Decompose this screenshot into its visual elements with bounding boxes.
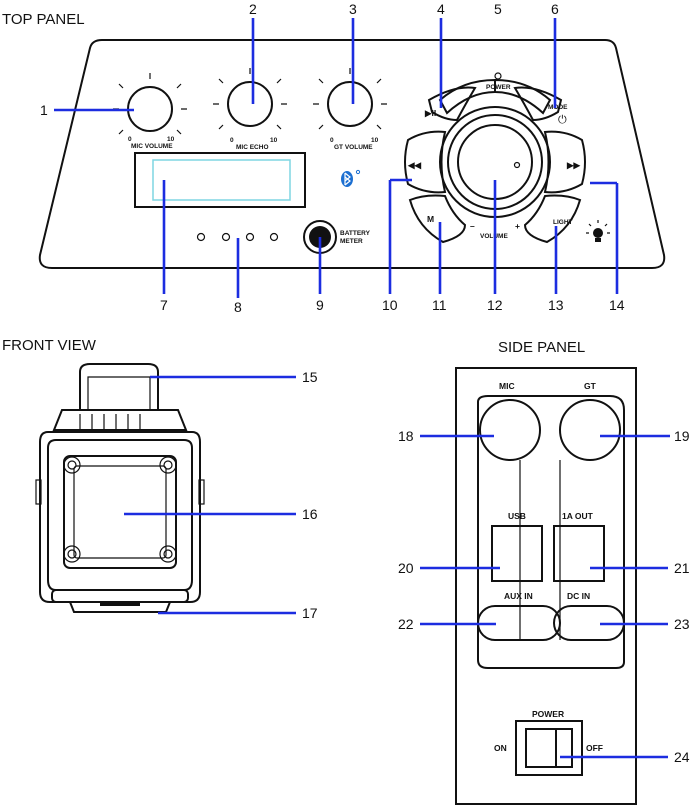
top-panel-callout-numbers: 1 2 3 4 5 6 7 8 9 10 11 12 13 14 [40, 1, 625, 315]
svg-text:1: 1 [40, 102, 48, 118]
out-label: 1A OUT [562, 511, 594, 521]
front-view-callout-numbers: 15 16 17 [302, 369, 318, 621]
svg-text:10: 10 [382, 297, 398, 313]
svg-text:0: 0 [330, 137, 334, 144]
svg-text:16: 16 [302, 506, 318, 522]
svg-text:5: 5 [494, 1, 502, 17]
svg-text:18: 18 [398, 428, 414, 444]
battery-meter-button: BATTERY METER [303, 220, 371, 254]
svg-text:12: 12 [487, 297, 503, 313]
svg-text:21: 21 [674, 560, 690, 576]
power-led [494, 72, 502, 80]
svg-text:METER: METER [340, 238, 363, 245]
usb-label: USB [508, 511, 526, 521]
mic-input-label: MIC [499, 381, 515, 391]
svg-text:10: 10 [270, 137, 278, 144]
next-icon: ▶▶ [566, 160, 582, 170]
top-panel-heading: TOP PANEL [2, 11, 85, 28]
mic-volume-knob: 0 10 MIC VOLUME [113, 73, 187, 150]
svg-text:2: 2 [249, 1, 257, 17]
svg-text:0: 0 [230, 137, 234, 144]
speaker-front-body [35, 363, 205, 613]
power-switch-on-label: ON [494, 743, 507, 753]
svg-text:15: 15 [302, 369, 318, 385]
side-panel-outline [455, 367, 637, 805]
svg-text:9: 9 [316, 297, 324, 313]
svg-text:20: 20 [398, 560, 414, 576]
volume-minus: – [470, 221, 475, 231]
indicator-leds [196, 232, 279, 242]
mic-echo-label: MIC ECHO [236, 144, 269, 151]
front-view-heading: FRONT VIEW [2, 337, 97, 354]
svg-text:22: 22 [398, 616, 414, 632]
display-screen-frame [134, 152, 306, 208]
svg-text:3: 3 [349, 1, 357, 17]
side-panel-inputs [477, 395, 625, 669]
svg-text:19: 19 [674, 428, 690, 444]
side-panel-callout-lines [420, 434, 670, 759]
power-switch-label: POWER [532, 709, 564, 719]
light-bulb-icon [586, 220, 610, 242]
gt-input-label: GT [584, 381, 597, 391]
svg-text:0: 0 [128, 136, 132, 143]
svg-text:11: 11 [432, 297, 447, 313]
mic-volume-label: MIC VOLUME [131, 143, 173, 150]
power-led-label: POWER [486, 84, 511, 91]
svg-text:10: 10 [371, 137, 379, 144]
bluetooth-icon [341, 169, 361, 187]
side-panel-callout-numbers: 18 19 20 21 22 23 24 [398, 428, 690, 765]
svg-text:4: 4 [437, 1, 445, 17]
dc-in-label: DC IN [567, 591, 590, 601]
m-button-label: M [427, 214, 434, 224]
button-ring [404, 78, 586, 244]
prev-icon: ◀◀ [407, 160, 423, 170]
volume-plus: + [515, 221, 520, 231]
front-view-callout-lines [124, 375, 296, 615]
light-button-label: LIGHT [553, 219, 573, 226]
display-screen [152, 159, 291, 201]
gt-volume-knob: 0 10 GT VOLUME [313, 68, 387, 151]
gt-volume-label: GT VOLUME [334, 144, 373, 151]
svg-text:6: 6 [551, 1, 559, 17]
side-panel-heading: SIDE PANEL [498, 339, 585, 356]
mic-echo-knob: 0 10 MIC ECHO [213, 68, 287, 151]
svg-text:7: 7 [160, 297, 168, 313]
top-panel-outline [38, 39, 666, 269]
top-panel-callout-lines [54, 18, 619, 298]
svg-text:10: 10 [167, 136, 175, 143]
power-switch: POWER ON OFF [494, 709, 603, 776]
aux-in-label: AUX IN [504, 591, 533, 601]
svg-text:14: 14 [609, 297, 625, 313]
mode-button-label: MODE [548, 104, 568, 111]
play-pause-icon: ▶II [424, 108, 436, 118]
power-icon: ⏻ [558, 113, 567, 126]
svg-text:23: 23 [674, 616, 690, 632]
svg-text:8: 8 [234, 299, 242, 315]
svg-text:17: 17 [302, 605, 318, 621]
power-switch-off-label: OFF [586, 743, 603, 753]
svg-text:13: 13 [548, 297, 564, 313]
svg-text:BATTERY: BATTERY [340, 230, 371, 237]
svg-text:24: 24 [674, 749, 690, 765]
